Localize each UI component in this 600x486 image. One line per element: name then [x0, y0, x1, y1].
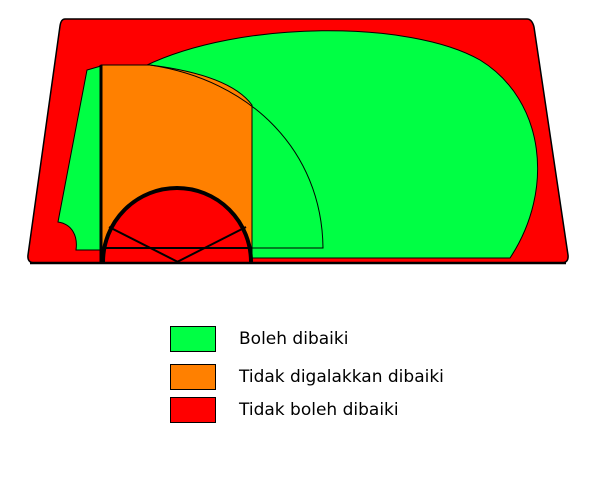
legend-item-repairable: Boleh dibaiki [170, 326, 470, 354]
windshield-repair-zone-diagram [27, 18, 569, 265]
wiper-blade-left [108, 226, 179, 263]
legend-swatch-green [170, 326, 216, 352]
legend-label-not-recommended: Tidak digalakkan dibaiki [239, 367, 444, 387]
legend-label-repairable: Boleh dibaiki [239, 329, 349, 349]
zone-repairable-left [57, 65, 102, 251]
legend-item-not-recommended: Tidak digalakkan dibaiki [170, 364, 470, 392]
legend-swatch-red [170, 397, 216, 423]
wiper-blade-right [176, 226, 247, 263]
critical-view-outline [149, 64, 324, 249]
legend-label-not-repairable: Tidak boleh dibaiki [239, 400, 399, 420]
legend-swatch-orange [170, 364, 216, 390]
legend-item-not-repairable: Tidak boleh dibaiki [170, 397, 470, 425]
